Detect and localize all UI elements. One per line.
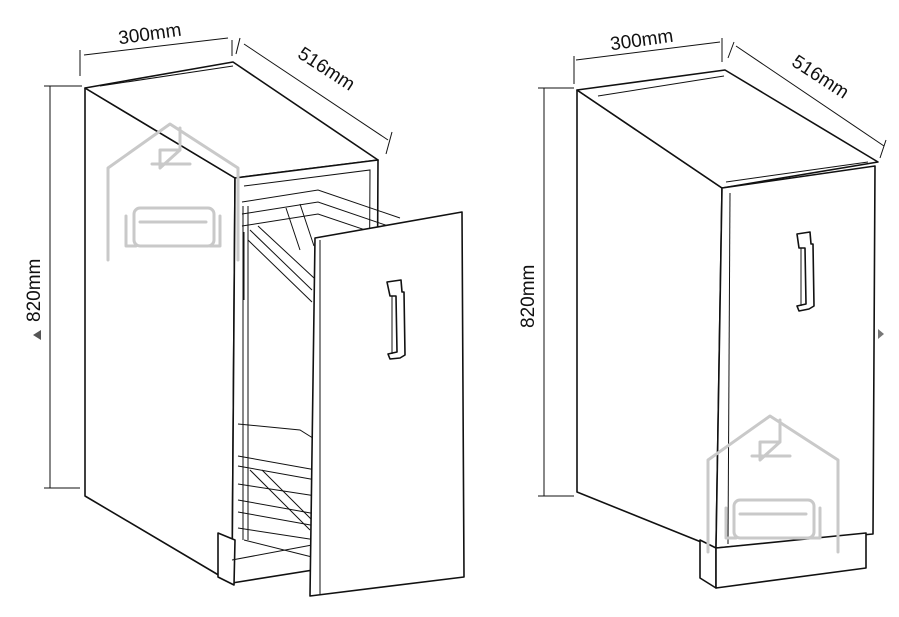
right-cabinet: 300mm 516mm 820mm: [518, 26, 887, 589]
right-depth-label: 516mm: [788, 51, 853, 103]
left-pointer-icon: [33, 330, 41, 340]
pullout-basket-lower: [237, 423, 317, 559]
right-watermark-house-sofa-icon: [706, 414, 840, 554]
right-width-label: 300mm: [609, 26, 675, 56]
right-height-label: 820mm: [518, 265, 539, 328]
right-pointer-icon: [878, 329, 884, 339]
left-watermark-house-sofa-icon: [106, 122, 240, 262]
right-door-handle-icon: [796, 231, 815, 312]
right-cabinet-door: [715, 165, 876, 549]
left-depth-label: 516mm: [294, 43, 359, 95]
right-height-dimension: 820mm: [518, 87, 574, 497]
left-height-dimension: 820mm: [24, 85, 82, 489]
left-drawer-front: [309, 211, 465, 597]
left-cabinet: 300mm 516mm 820mm: [24, 20, 465, 597]
right-cabinet-top-panel: [576, 69, 879, 189]
left-cabinet-plinth: [217, 532, 236, 586]
left-drawer-handle-icon: [386, 279, 406, 360]
left-height-label: 820mm: [24, 259, 45, 322]
